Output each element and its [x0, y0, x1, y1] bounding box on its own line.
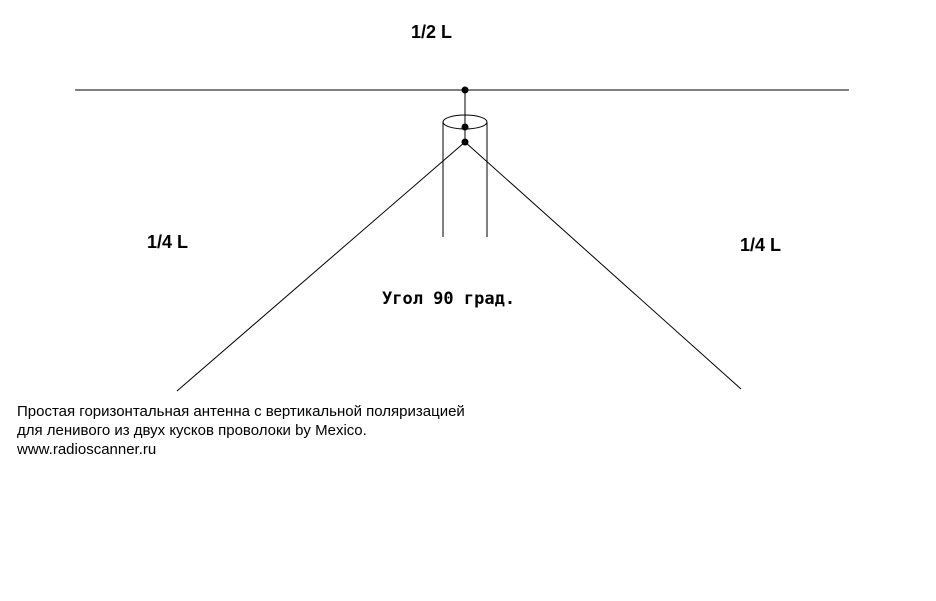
junction-dot-bottom: [461, 138, 469, 146]
junction-dot-top: [461, 86, 469, 94]
caption-line-2: для ленивого из двух кусков проволоки by…: [17, 422, 367, 439]
caption: Простая горизонтальная антенна с вертика…: [17, 402, 465, 459]
quarter-wave-right-label: 1/4 L: [740, 235, 782, 255]
caption-line-1: Простая горизонтальная антенна с вертика…: [17, 403, 465, 420]
half-wave-label: 1/2 L: [411, 22, 453, 42]
junction-dot-middle: [461, 123, 469, 131]
quarter-wave-left-label: 1/4 L: [147, 232, 189, 252]
caption-website: www.radioscanner.ru: [17, 441, 157, 458]
left-radial-wire: [176, 141, 466, 392]
angle-label: Угол 90 град.: [382, 289, 516, 309]
right-radial-wire: [464, 141, 742, 390]
